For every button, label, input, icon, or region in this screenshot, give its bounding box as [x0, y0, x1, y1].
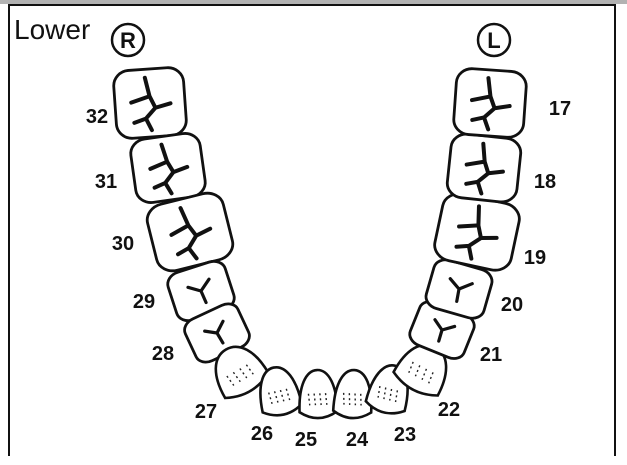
tooth-19: [432, 191, 522, 274]
tooth-number-25: 25: [295, 429, 317, 451]
tooth-number-30: 30: [112, 233, 134, 255]
tooth-number-17: 17: [549, 98, 571, 120]
tooth-number-19: 19: [524, 247, 546, 269]
tooth-number-20: 20: [501, 294, 523, 316]
tooth-number-21: 21: [480, 344, 502, 366]
tooth-31: [129, 131, 207, 204]
side-marker-right-label: R: [120, 28, 136, 53]
side-marker-left: L: [478, 24, 510, 56]
tooth-17: [453, 68, 527, 139]
teeth-group: [113, 67, 528, 419]
tooth-25: [298, 369, 338, 418]
tooth-number-26: 26: [251, 423, 273, 445]
tooth-number-24: 24: [346, 429, 369, 451]
tooth-number-28: 28: [152, 343, 174, 365]
side-marker-right: R: [112, 24, 144, 56]
tooth-number-22: 22: [438, 399, 460, 421]
tooth-32: [113, 67, 188, 140]
side-marker-left-label: L: [487, 28, 500, 53]
tooth-number-18: 18: [534, 171, 556, 193]
tooth-number-29: 29: [133, 291, 155, 313]
tooth-number-32: 32: [86, 106, 108, 128]
tooth-number-31: 31: [95, 171, 117, 193]
tooth-number-23: 23: [394, 424, 416, 446]
tooth-number-27: 27: [195, 401, 217, 423]
tooth-18: [446, 133, 522, 204]
